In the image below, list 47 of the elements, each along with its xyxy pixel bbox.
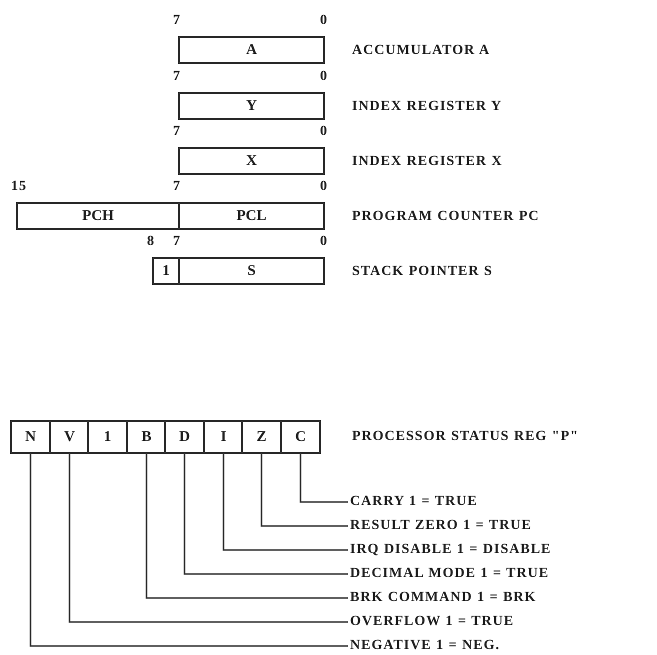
- flag-description: RESULT ZERO 1 = TRUE: [350, 517, 532, 535]
- bit-number: 8: [147, 233, 155, 251]
- status-bit: B: [126, 420, 167, 454]
- register-field: X: [178, 147, 325, 175]
- flag-description: DECIMAL MODE 1 = TRUE: [350, 565, 550, 583]
- register-field: S: [178, 257, 325, 285]
- leader-line: [184, 454, 348, 575]
- flag-description: NEGATIVE 1 = NEG.: [350, 637, 500, 655]
- leader-line: [68, 454, 348, 623]
- register-field: PCH: [16, 202, 180, 230]
- leader-line: [222, 454, 348, 551]
- register-name: STACK POINTER S: [352, 263, 493, 281]
- flag-description: BRK COMMAND 1 = BRK: [350, 589, 536, 607]
- bit-number: 7: [173, 233, 181, 251]
- register-name: INDEX REGISTER X: [352, 153, 503, 171]
- bit-number: 0: [320, 68, 328, 86]
- status-bit: V: [49, 420, 90, 454]
- register-field: A: [178, 36, 325, 64]
- bit-number: 0: [320, 12, 328, 30]
- register-field: Y: [178, 92, 325, 120]
- status-bit: 1: [87, 420, 128, 454]
- register-name: PROGRAM COUNTER PC: [352, 208, 540, 226]
- bit-number: 0: [320, 123, 328, 141]
- bit-number: 0: [320, 178, 328, 196]
- register-name: PROCESSOR STATUS REG "P": [352, 428, 579, 446]
- register-field: 1: [152, 257, 180, 285]
- status-bit: I: [203, 420, 244, 454]
- flag-description: IRQ DISABLE 1 = DISABLE: [350, 541, 552, 559]
- bit-number: 7: [173, 12, 181, 30]
- leader-line: [300, 454, 348, 503]
- register-name: ACCUMULATOR A: [352, 42, 490, 60]
- status-bit: N: [10, 420, 51, 454]
- status-bit: C: [280, 420, 321, 454]
- leader-line: [146, 454, 348, 599]
- status-bit: Z: [241, 420, 282, 454]
- register-name: INDEX REGISTER Y: [352, 98, 502, 116]
- status-bit: D: [164, 420, 205, 454]
- flag-description: OVERFLOW 1 = TRUE: [350, 613, 514, 631]
- flag-description: CARRY 1 = TRUE: [350, 493, 478, 511]
- bit-number: 0: [320, 233, 328, 251]
- bit-number: 7: [173, 123, 181, 141]
- bit-number: 7: [173, 178, 181, 196]
- leader-line: [260, 454, 348, 527]
- register-field: PCL: [178, 202, 325, 230]
- bit-number: 7: [173, 68, 181, 86]
- leader-line: [30, 454, 348, 647]
- bit-number: 15: [11, 178, 27, 196]
